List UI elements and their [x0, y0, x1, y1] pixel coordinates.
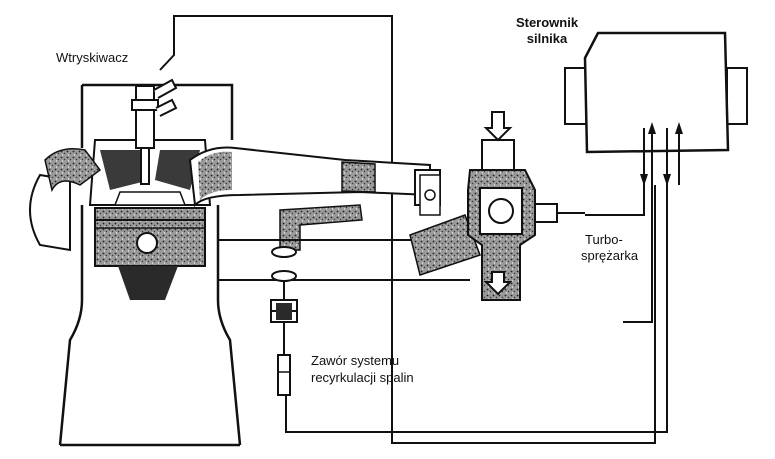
- ecu-label-line2: silnika: [526, 31, 568, 46]
- egr-label-line1: Zawór systemu: [311, 353, 400, 368]
- turbocharger: [467, 111, 585, 301]
- egr-label-line2: recyrkulacji spalin: [311, 370, 414, 385]
- exhaust-pipe: [188, 146, 441, 208]
- engine-control-unit: [564, 31, 748, 154]
- injector-control-wire: [159, 15, 656, 444]
- engine-block: [58, 83, 242, 447]
- injector-label: Wtryskiwacz: [56, 50, 129, 65]
- egr-valve: [270, 281, 298, 396]
- fuel-injector: [131, 78, 178, 185]
- turbo-label-line1: Turbo-: [585, 232, 623, 247]
- intake-valve-assembly: [419, 174, 441, 216]
- egr-pipe: [218, 204, 481, 282]
- piston: [94, 207, 206, 300]
- intake-manifold: [29, 148, 102, 252]
- turbo-label-line2: sprężarka: [581, 248, 639, 263]
- ecu-label-line1: Sterownik: [515, 15, 579, 30]
- ecu-wire-arrows: [640, 122, 683, 186]
- ecu-signal-wires: [285, 128, 680, 433]
